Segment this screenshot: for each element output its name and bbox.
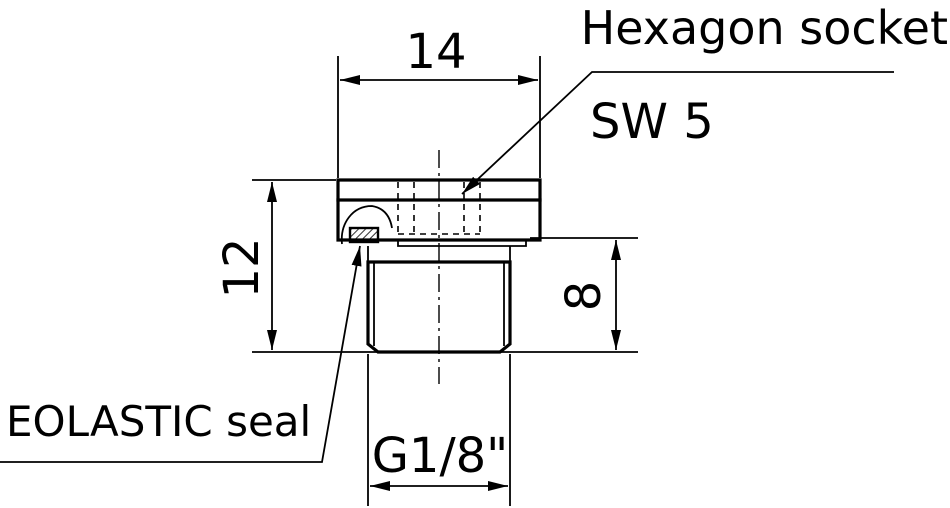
extension-lines — [252, 56, 638, 506]
hex-socket-hidden-lines — [397, 182, 481, 236]
seal-leader — [0, 245, 362, 463]
callout-socket-size: SW 5 — [590, 94, 714, 150]
dim-label-thread: G1/8" — [372, 428, 509, 484]
callout-seal: EOLASTIC seal — [6, 397, 311, 446]
dimension-lines — [267, 75, 621, 491]
seal-section — [348, 226, 380, 244]
dim-label-thread-length: 8 — [556, 281, 612, 312]
seal-cutaway — [340, 205, 393, 245]
head-underside — [397, 240, 527, 247]
hex-socket-leader — [461, 71, 894, 195]
part-outline — [336, 178, 542, 354]
dim-label-height: 12 — [214, 237, 270, 298]
dim-label-width: 14 — [405, 24, 466, 80]
callout-hexagon-socket: Hexagon socket — [581, 1, 948, 55]
leader-lines — [0, 71, 894, 463]
